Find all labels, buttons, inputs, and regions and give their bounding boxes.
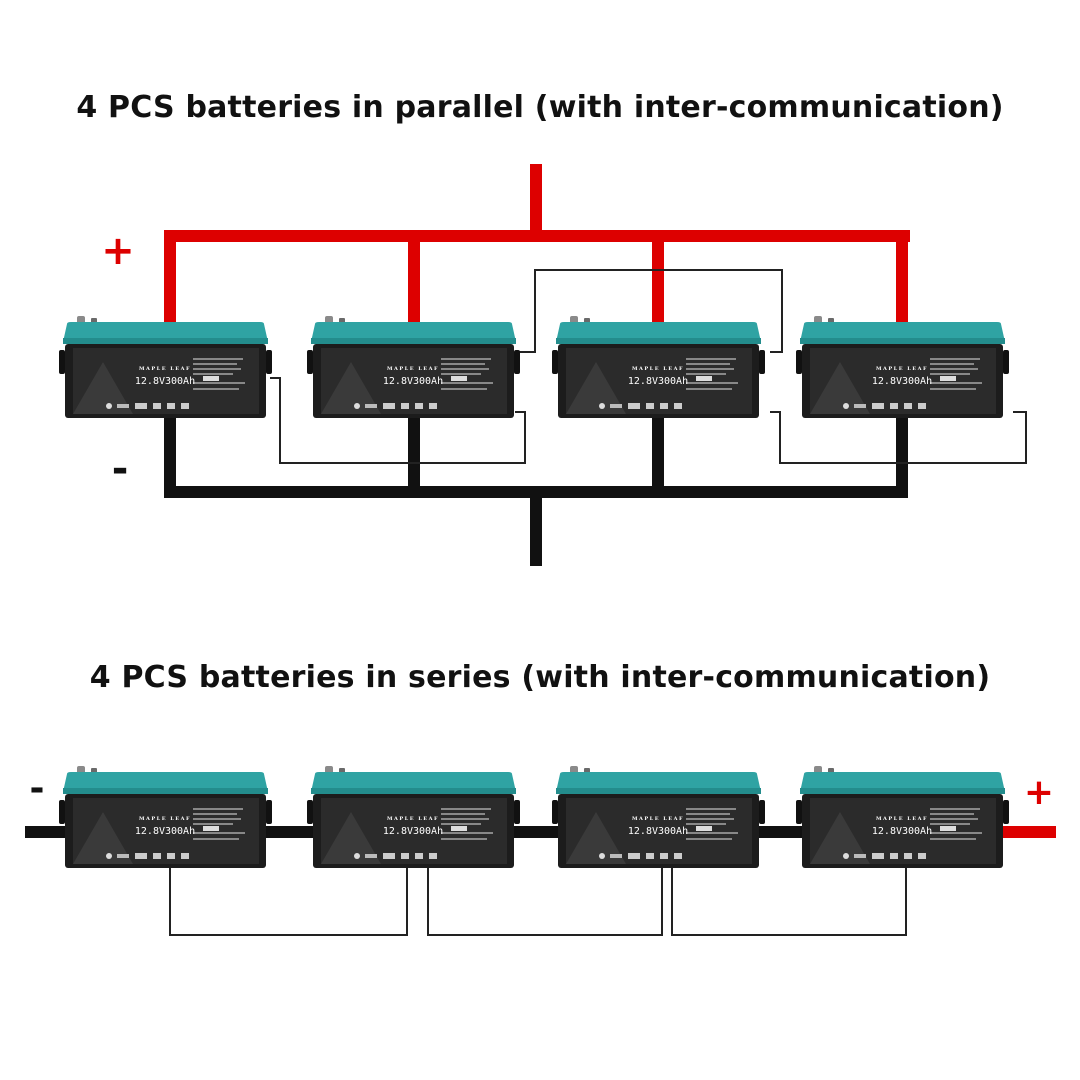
- battery-brand-label: MAPLE LEAF: [387, 816, 439, 822]
- battery-brand-label: MAPLE LEAF: [876, 366, 928, 372]
- battery-rating-label: 12.8V300Ah: [135, 376, 195, 387]
- series-minus-sign: -: [30, 768, 45, 809]
- parallel-plus-sign: +: [101, 228, 135, 274]
- battery-rating-label: 12.8V300Ah: [383, 826, 443, 837]
- battery-brand-label: MAPLE LEAF: [632, 366, 684, 372]
- series-comm-wires: [169, 866, 907, 936]
- parallel-positive-bus: [164, 164, 910, 324]
- battery-rating-label: 12.8V300Ah: [872, 376, 932, 387]
- battery-brand-label: MAPLE LEAF: [876, 816, 928, 822]
- series-main-wires: [25, 826, 1056, 838]
- parallel-comm-wires: [270, 269, 1027, 464]
- battery-brand-label: MAPLE LEAF: [632, 816, 684, 822]
- parallel-negative-bus: [164, 418, 908, 566]
- battery-brand-label: MAPLE LEAF: [139, 366, 191, 372]
- battery-rating-label: 12.8V300Ah: [628, 376, 688, 387]
- battery-rating-label: 12.8V300Ah: [135, 826, 195, 837]
- parallel-minus-sign: -: [112, 446, 129, 492]
- battery-brand-label: MAPLE LEAF: [139, 816, 191, 822]
- battery-rating-label: 12.8V300Ah: [872, 826, 932, 837]
- battery-brand-label: MAPLE LEAF: [387, 366, 439, 372]
- battery-rating-label: 12.8V300Ah: [383, 376, 443, 387]
- parallel-battery-labels: MAPLE LEAF 12.8V300Ah MAPLE LEAF 12.8V30…: [135, 366, 932, 387]
- series-battery-labels: MAPLE LEAF 12.8V300Ah MAPLE LEAF 12.8V30…: [135, 816, 932, 837]
- battery-rating-label: 12.8V300Ah: [628, 826, 688, 837]
- series-plus-sign: +: [1024, 772, 1054, 813]
- parallel-diagram-title: 4 PCS batteries in parallel (with inter-…: [76, 90, 1004, 125]
- series-batteries: [59, 766, 1009, 868]
- series-diagram-title: 4 PCS batteries in series (with inter-co…: [89, 660, 991, 695]
